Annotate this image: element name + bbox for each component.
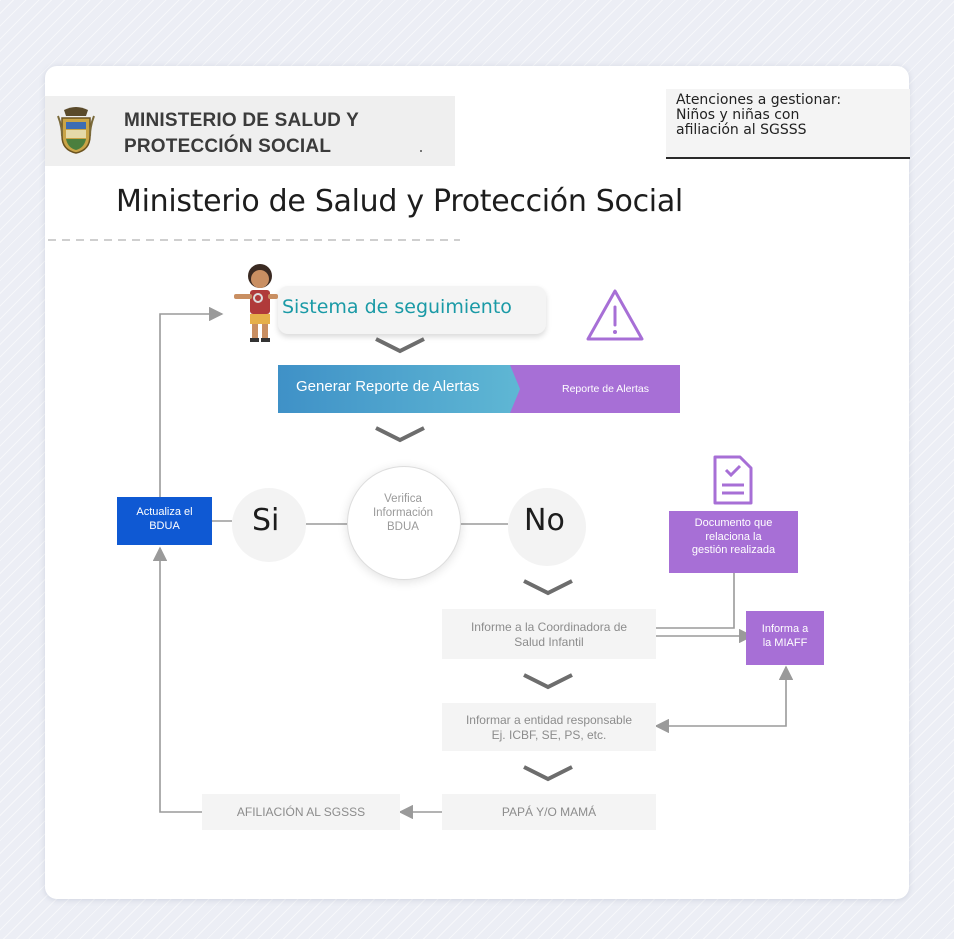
document-to-coordinator-connector: [656, 573, 735, 629]
child-character-icon: [234, 264, 278, 342]
note-box: [666, 89, 910, 159]
chevron-down-icon: [375, 426, 425, 443]
report-tag-label: Reporte de Alertas: [562, 383, 649, 395]
affiliation-to-update-connector: [152, 546, 202, 813]
parents-label: PAPÁ Y/O MAMÁ: [501, 805, 597, 819]
chevron-down-icon: [523, 765, 573, 782]
chevron-down-icon: [523, 673, 573, 690]
warning-triangle-icon: [586, 289, 644, 341]
note-text: Atenciones a gestionar: Niños y niñas co…: [676, 92, 842, 138]
page-title: Ministerio de Salud y Protección Social: [116, 184, 683, 219]
entity-label: Informar a entidad responsable Ej. ICBF,…: [465, 713, 633, 742]
content-card: [45, 66, 909, 899]
no-circle: [508, 488, 586, 566]
system-pill: [278, 286, 546, 334]
coordinator-box: [442, 609, 656, 659]
update-bdua-box: [117, 497, 212, 545]
no-label: No: [524, 503, 565, 538]
document-checklist-icon: [713, 455, 753, 505]
entity-miaff-connector: [654, 665, 794, 734]
update-to-system-connector: [159, 306, 224, 497]
verify-label: Verifica Información BDUA: [372, 493, 434, 533]
header-dot: [420, 150, 422, 152]
affiliation-box: [202, 794, 400, 830]
yes-label: Si: [252, 503, 280, 538]
inform-miaff-label: Informa a la MIAFF: [761, 623, 809, 649]
chevron-down-icon: [375, 337, 425, 354]
generate-report-label: Generar Reporte de Alertas: [296, 378, 480, 395]
coat-of-arms-icon: [57, 107, 95, 154]
coordinator-label: Informe a la Coordinadora de Salud Infan…: [470, 620, 628, 649]
chevron-down-icon: [523, 579, 573, 596]
parents-box: [442, 794, 656, 830]
document-box: [669, 511, 798, 573]
yes-circle: [232, 488, 306, 562]
update-bdua-label: Actualiza el BDUA: [136, 506, 193, 532]
header-band: [45, 96, 455, 166]
report-tag-bar: [510, 365, 680, 413]
affiliation-label: AFILIACIÓN AL SGSSS: [236, 805, 366, 819]
ministry-name: MINISTERIO DE SALUD Y PROTECCIÓN SOCIAL: [124, 110, 360, 157]
document-label: Documento que relaciona la gestión reali…: [691, 517, 776, 556]
inform-miaff-box: [746, 611, 824, 665]
verify-circle: [347, 466, 461, 580]
system-label: Sistema de seguimiento: [282, 296, 512, 318]
entity-box: [442, 703, 656, 751]
generate-report-bar: [278, 365, 520, 413]
